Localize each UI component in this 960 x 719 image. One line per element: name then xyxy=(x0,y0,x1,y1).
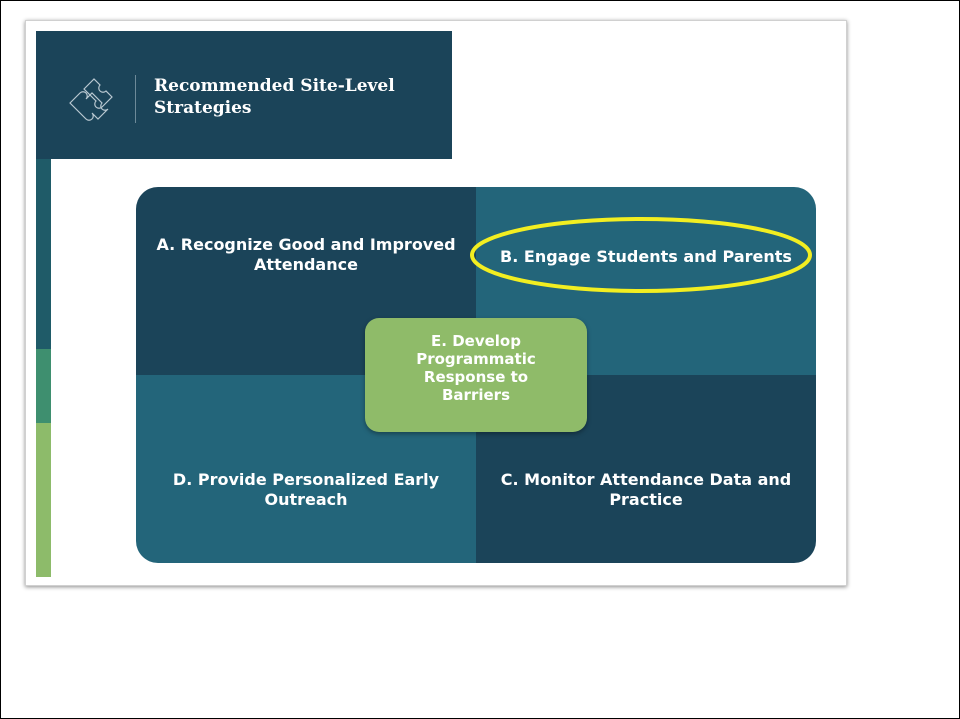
strategy-e-label: E. Develop Programmatic Response to Barr… xyxy=(416,332,536,404)
title-divider xyxy=(135,75,136,123)
strategy-d-label: D. Provide Personalized Early Outreach xyxy=(172,470,440,509)
accent-bar-dark xyxy=(36,159,51,349)
strategy-c-label: C. Monitor Attendance Data and Practice xyxy=(500,470,792,509)
title-bar: Recommended Site-Level Strategies xyxy=(36,31,452,159)
accent-bar-mid xyxy=(36,349,51,423)
highlight-ellipse xyxy=(470,217,812,293)
strategy-b-label: B. Engage Students and Parents xyxy=(500,247,792,266)
puzzle-pieces-icon xyxy=(69,78,113,121)
strategy-matrix: A. Recognize Good and Improved Attendanc… xyxy=(136,187,816,563)
strategy-a-quadrant: A. Recognize Good and Improved Attendanc… xyxy=(136,187,476,375)
strategy-e-box: E. Develop Programmatic Response to Barr… xyxy=(365,318,587,432)
slide-title: Recommended Site-Level Strategies xyxy=(154,76,395,118)
slide: Recommended Site-Level Strategies A. Rec… xyxy=(25,20,847,586)
strategy-a-label: A. Recognize Good and Improved Attendanc… xyxy=(156,235,456,274)
accent-bar-light xyxy=(36,423,51,577)
